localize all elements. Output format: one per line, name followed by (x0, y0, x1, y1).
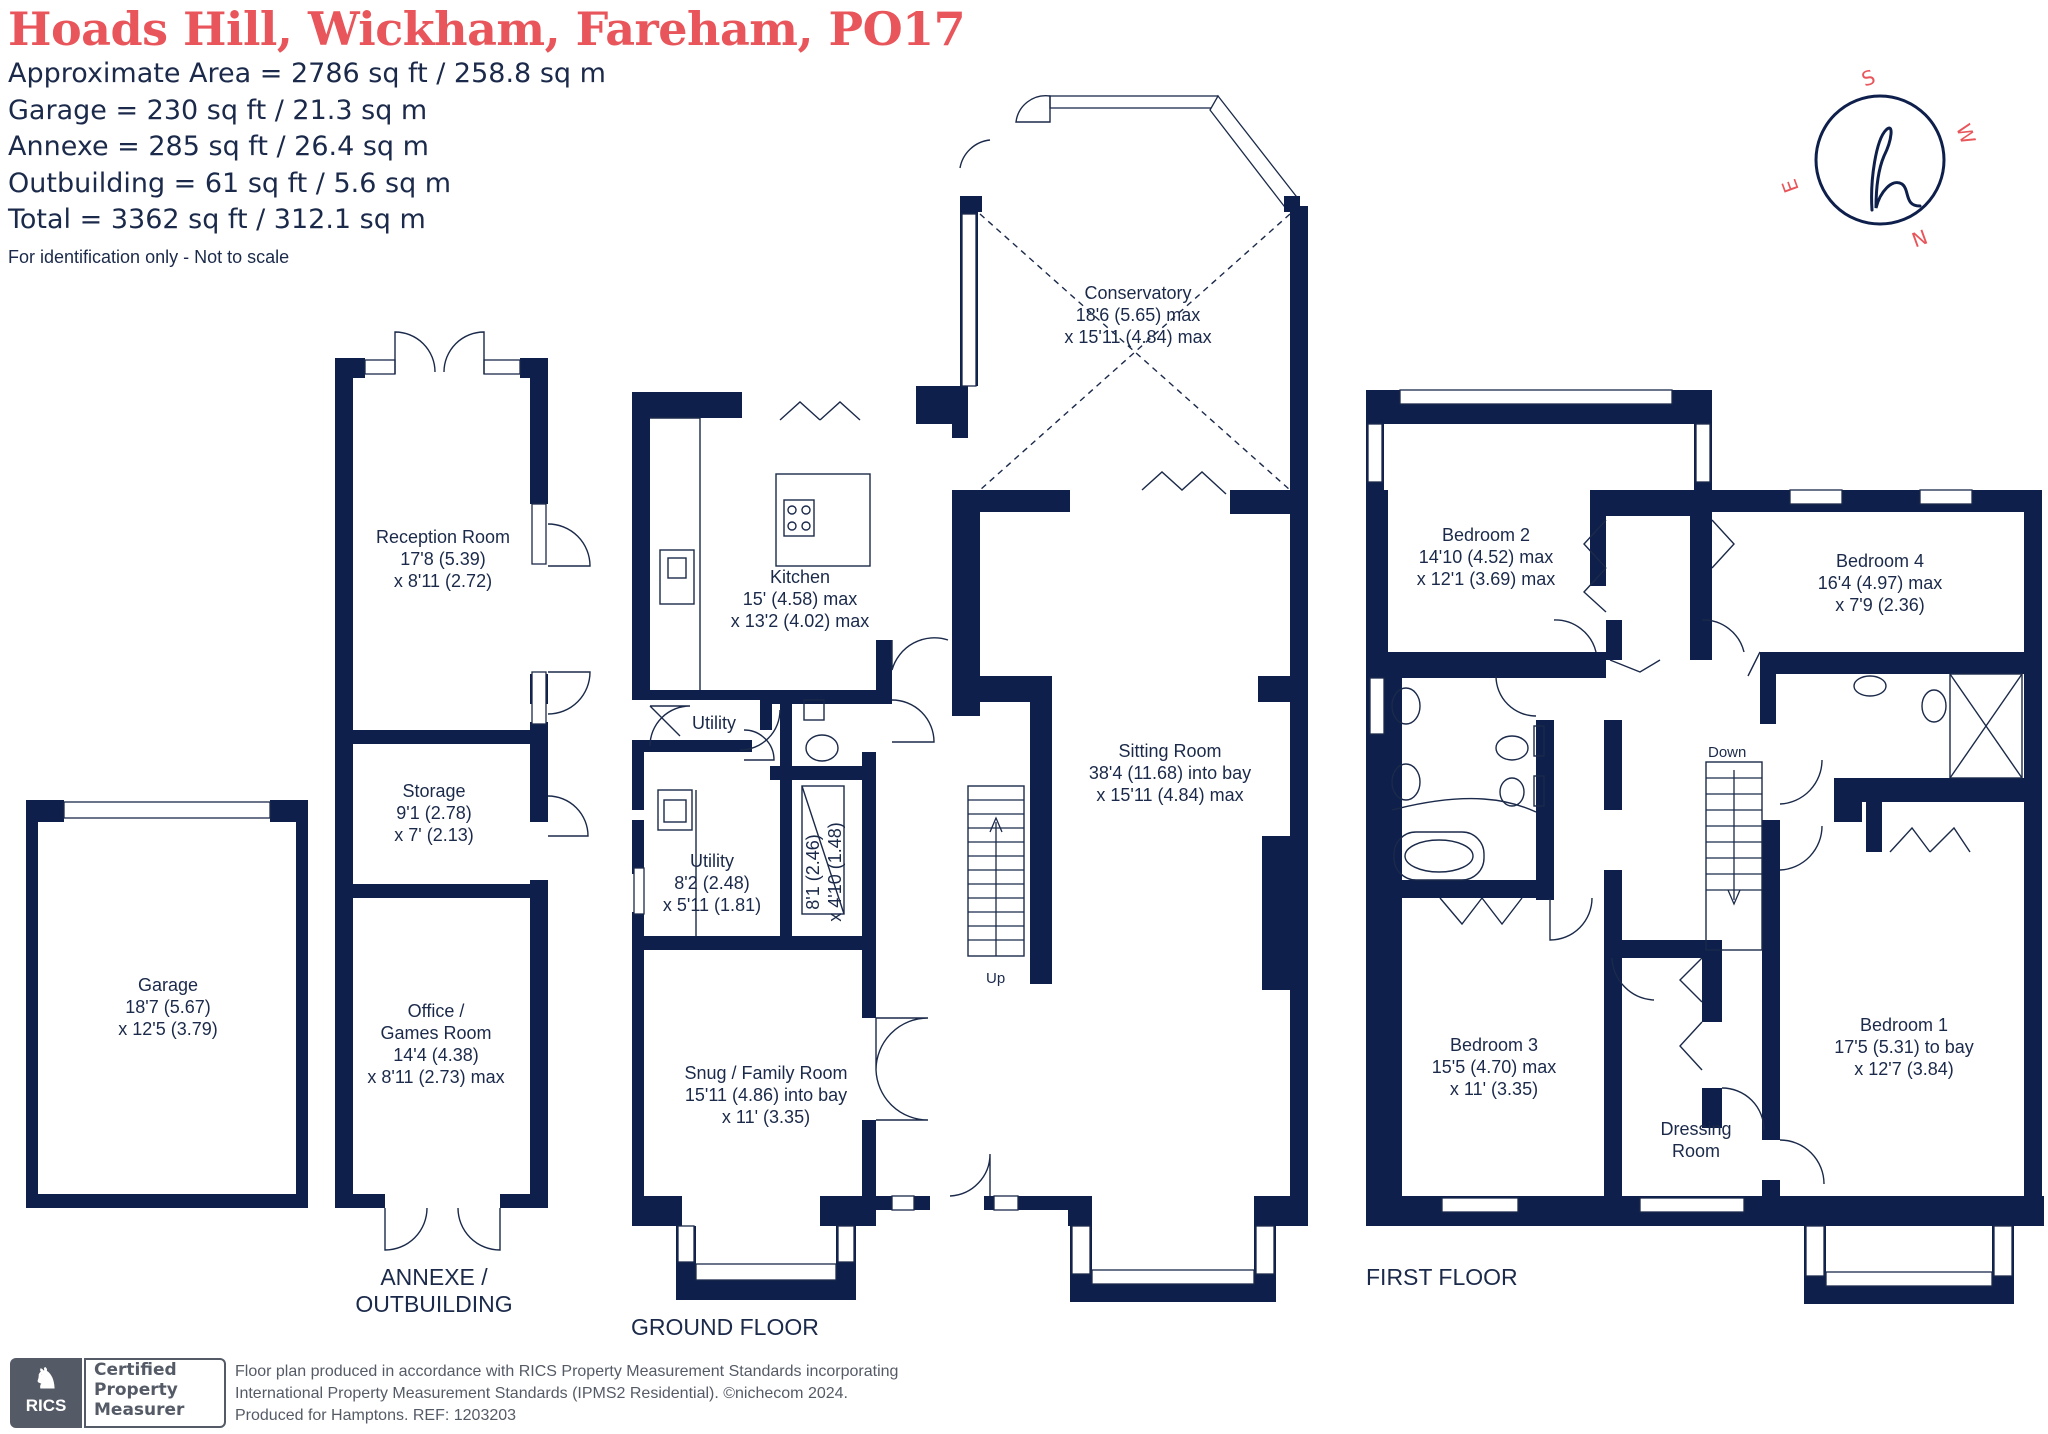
room-name: Storage (402, 781, 466, 801)
room-dressing: Dressing Room (1660, 1118, 1731, 1162)
garage-walls (26, 800, 308, 1208)
room-dimension: 8'1 (2.46) (803, 834, 823, 910)
footer-line: Produced for Hamptons. REF: 1203203 (235, 1407, 517, 1424)
room-dimension: x 15'11 (4.84) max (1064, 327, 1212, 347)
identification-note: For identification only - Not to scale (8, 247, 290, 267)
room-name: Snug / Family Room (684, 1063, 848, 1083)
room-dimension: x 12'5 (3.79) (118, 1019, 218, 1039)
floor-label-line: ANNEXE / (380, 1264, 488, 1290)
room-dimension: x 12'1 (3.69) max (1416, 569, 1556, 589)
room-dimension: 8'2 (2.48) (674, 873, 750, 893)
room-snug: Snug / Family Room 15'11 (4.86) into bay… (684, 1062, 847, 1128)
room-bedroom-1: Bedroom 1 17'5 (5.31) to bay x 12'7 (3.8… (1834, 1014, 1974, 1080)
room-dimension: x 8'11 (2.73) max (367, 1067, 505, 1087)
room-storage: Storage 9'1 (2.78) x 7' (2.13) (394, 780, 473, 846)
room-name: Office / (407, 1001, 465, 1021)
area-summary: Approximate Area = 2786 sq ft / 258.8 sq… (8, 56, 606, 239)
room-dimension: x 12'7 (3.84) (1854, 1059, 1954, 1079)
room-reception: Reception Room 17'8 (5.39) x 8'11 (2.72) (376, 526, 510, 592)
room-dimension: 9'1 (2.78) (396, 803, 472, 823)
room-utility: Utility 8'2 (2.48) x 5'11 (1.81) (663, 850, 761, 916)
room-bedroom-4: Bedroom 4 16'4 (4.97) max x 7'9 (2.36) (1818, 550, 1943, 616)
room-dimension: 14'4 (4.38) (393, 1045, 479, 1065)
room-dimension: 15' (4.58) max (742, 589, 858, 609)
area-annexe: Annexe = 285 sq ft / 26.4 sq m (8, 131, 429, 162)
rics-logo-text: RICS (25, 1396, 67, 1415)
page-title: Hoads Hill, Wickham, Fareham, PO17 (8, 2, 966, 56)
badge-line: Measurer (94, 1400, 185, 1420)
floor-label-first: FIRST FLOOR (1366, 1264, 1518, 1290)
room-dimension: 38'4 (11.68) into bay (1088, 763, 1252, 783)
room-utility-small: Utility (692, 712, 736, 734)
area-total: Total = 3362 sq ft / 312.1 sq m (8, 204, 426, 235)
floor-label-annexe: ANNEXE / OUTBUILDING (350, 1264, 518, 1318)
stairs-up-label: Up (986, 970, 1006, 987)
footer-line: International Property Measurement Stand… (235, 1385, 848, 1402)
floor-label-line: OUTBUILDING (355, 1291, 513, 1317)
room-name: Bedroom 4 (1835, 551, 1925, 571)
room-dimension: x 5'11 (1.81) (662, 895, 762, 915)
footer-note: Floor plan produced in accordance with R… (235, 1361, 898, 1427)
rics-badge: ♞ RICS Certified Property Measurer (10, 1358, 226, 1428)
badge-line: Certified (94, 1360, 177, 1380)
room-dimension: 15'5 (4.70) max (1431, 1057, 1557, 1077)
room-dimension: x 7' (2.13) (394, 825, 474, 845)
room-name: Reception Room (375, 527, 511, 547)
room-dimension: x 15'11 (4.84) max (1096, 785, 1244, 805)
room-sitting: Sitting Room 38'4 (11.68) into bay x 15'… (1089, 740, 1251, 806)
compass-logo: S W N E (1777, 60, 1981, 260)
room-dimension: 14'10 (4.52) max (1418, 547, 1554, 567)
ground-floor-walls (632, 94, 1308, 1302)
room-name: Room (1671, 1141, 1720, 1161)
area-outbuilding: Outbuilding = 61 sq ft / 5.6 sq m (8, 167, 452, 199)
room-name: Dressing (1660, 1119, 1732, 1139)
room-kitchen: Kitchen 15' (4.58) max x 13'2 (4.02) max (731, 566, 870, 632)
room-name: Conservatory (1084, 283, 1192, 303)
room-garage: Garage 18'7 (5.67) x 12'5 (3.79) (118, 974, 218, 1040)
room-name: Bedroom 1 (1859, 1015, 1949, 1035)
room-dimension: x 8'11 (2.72) (393, 571, 493, 591)
first-floor-walls (1366, 389, 2044, 1304)
room-conservatory: Conservatory 18'6 (5.65) max x 15'11 (4.… (1064, 282, 1211, 348)
room-name: Utility (692, 713, 736, 733)
room-dimension: x 11' (3.35) (1449, 1079, 1539, 1099)
room-name: Garage (137, 975, 199, 995)
rics-certified-text: Certified Property Measurer (84, 1358, 226, 1428)
badge-line: Property (94, 1380, 178, 1400)
room-bedroom-3: Bedroom 3 15'5 (4.70) max x 11' (3.35) (1432, 1034, 1557, 1100)
room-dimension: x 13'2 (4.02) max (730, 611, 870, 631)
room-name: Sitting Room (1118, 741, 1222, 761)
room-dimension: x 4'10 (1.48) (825, 822, 845, 922)
room-name: Utility (690, 851, 734, 871)
room-name: Bedroom 2 (1441, 525, 1531, 545)
room-name: Kitchen (769, 567, 831, 587)
room-dimension: 17'5 (5.31) to bay (1834, 1037, 1974, 1057)
area-approximate: Approximate Area = 2786 sq ft / 258.8 sq… (8, 58, 606, 89)
floor-label-ground: GROUND FLOOR (631, 1314, 819, 1340)
room-name: Games Room (380, 1023, 492, 1043)
room-name: Bedroom 3 (1449, 1035, 1539, 1055)
room-dimension: 16'4 (4.97) max (1817, 573, 1943, 593)
room-bedroom-2: Bedroom 2 14'10 (4.52) max x 12'1 (3.69)… (1417, 524, 1556, 590)
room-dimension: 18'7 (5.67) (125, 997, 211, 1017)
room-utility-vertical: 8'1 (2.46) x 4'10 (1.48) (802, 822, 846, 922)
room-dimension: x 11' (3.35) (721, 1107, 811, 1127)
annexe-walls (335, 331, 591, 1251)
rics-logo: ♞ RICS (10, 1358, 82, 1428)
area-garage: Garage = 230 sq ft / 21.3 sq m (8, 94, 428, 126)
compass-circle-icon (1814, 94, 1946, 226)
stairs-down-label: Down (1708, 744, 1747, 761)
footer-line: Floor plan produced in accordance with R… (235, 1363, 899, 1380)
room-dimension: 18'6 (5.65) max (1075, 305, 1201, 325)
room-dimension: 17'8 (5.39) (400, 549, 486, 569)
room-dimension: x 7'9 (2.36) (1835, 595, 1925, 615)
lion-icon: ♞ (33, 1363, 59, 1394)
room-office: Office / Games Room 14'4 (4.38) x 8'11 (… (367, 1000, 504, 1088)
room-dimension: 15'11 (4.86) into bay (684, 1085, 848, 1105)
